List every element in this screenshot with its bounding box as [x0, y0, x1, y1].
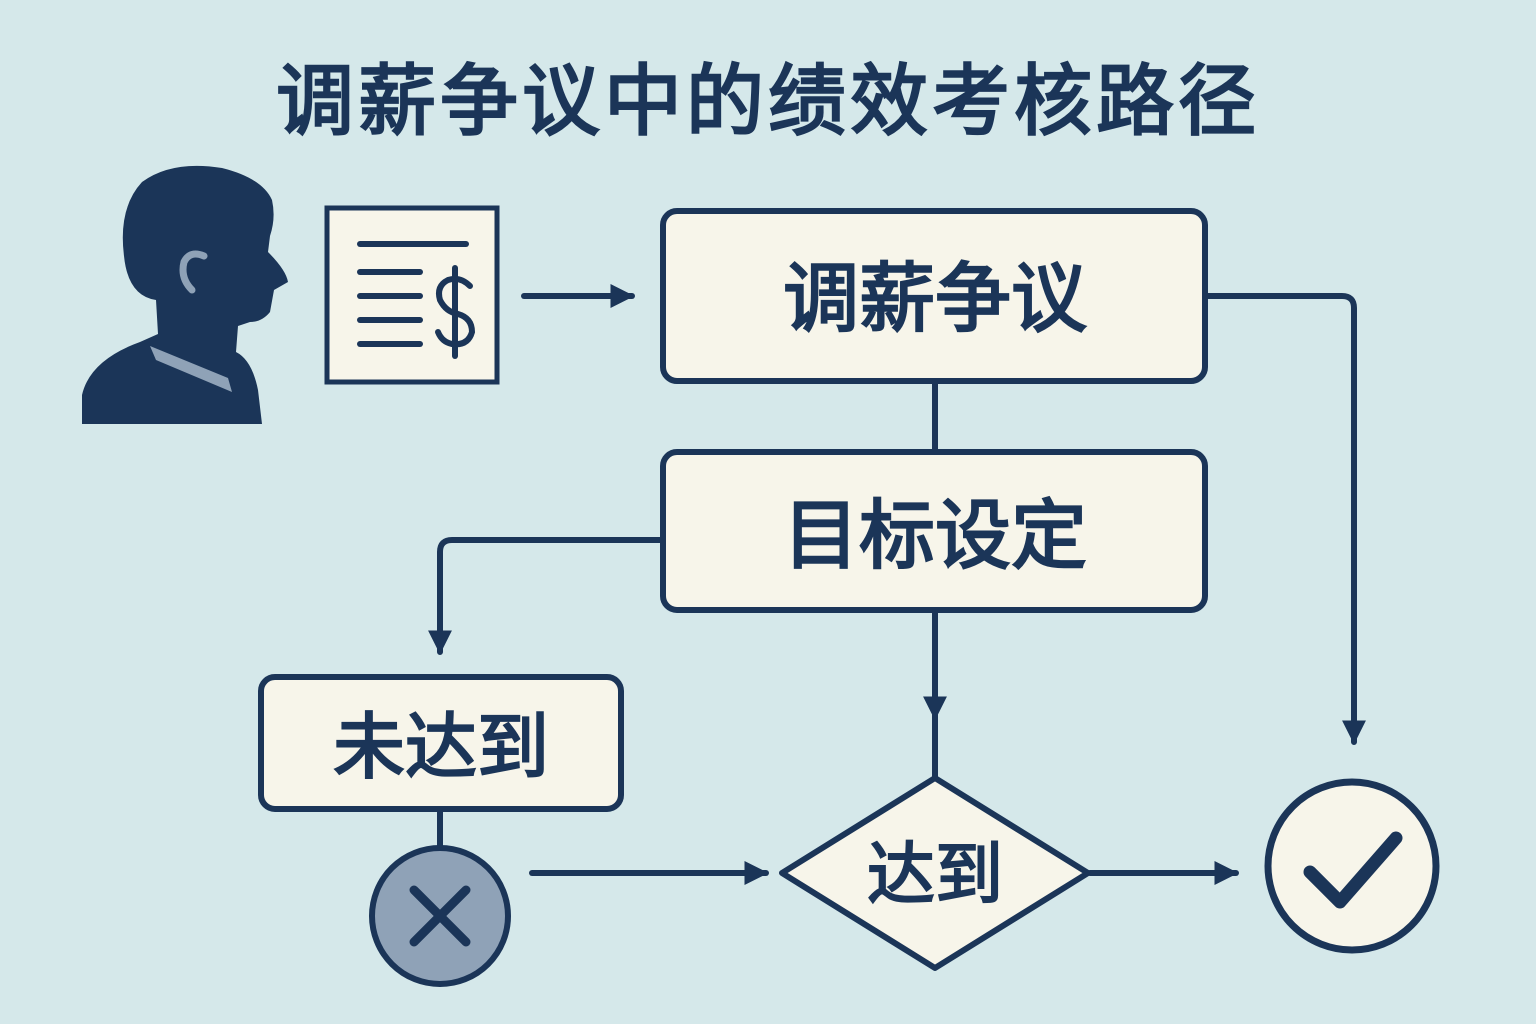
arrow-goal-to-not-achieved: [428, 537, 665, 655]
node-salary-dispute: 调薪争议: [660, 208, 1208, 384]
person-silhouette-icon: [82, 165, 288, 424]
node-achieved-label: 达到: [867, 836, 1003, 915]
node-goal-setting-label: 目标设定: [783, 491, 1087, 580]
salary-document-icon: [324, 205, 500, 385]
node-goal-setting: 目标设定: [660, 449, 1208, 613]
cross-circle-icon: [369, 845, 511, 987]
connectors: [428, 284, 1366, 885]
node-not-achieved-label: 未达到: [333, 705, 549, 789]
node-achieved: 达到: [779, 775, 1091, 971]
node-not-achieved: 未达到: [258, 674, 624, 812]
node-salary-dispute-label: 调薪争议: [783, 254, 1088, 343]
page-title: 调薪争议中的绩效考核路径: [275, 57, 1260, 147]
check-circle-icon: [1264, 778, 1440, 954]
arrow-dispute-to-success: [1203, 293, 1366, 745]
